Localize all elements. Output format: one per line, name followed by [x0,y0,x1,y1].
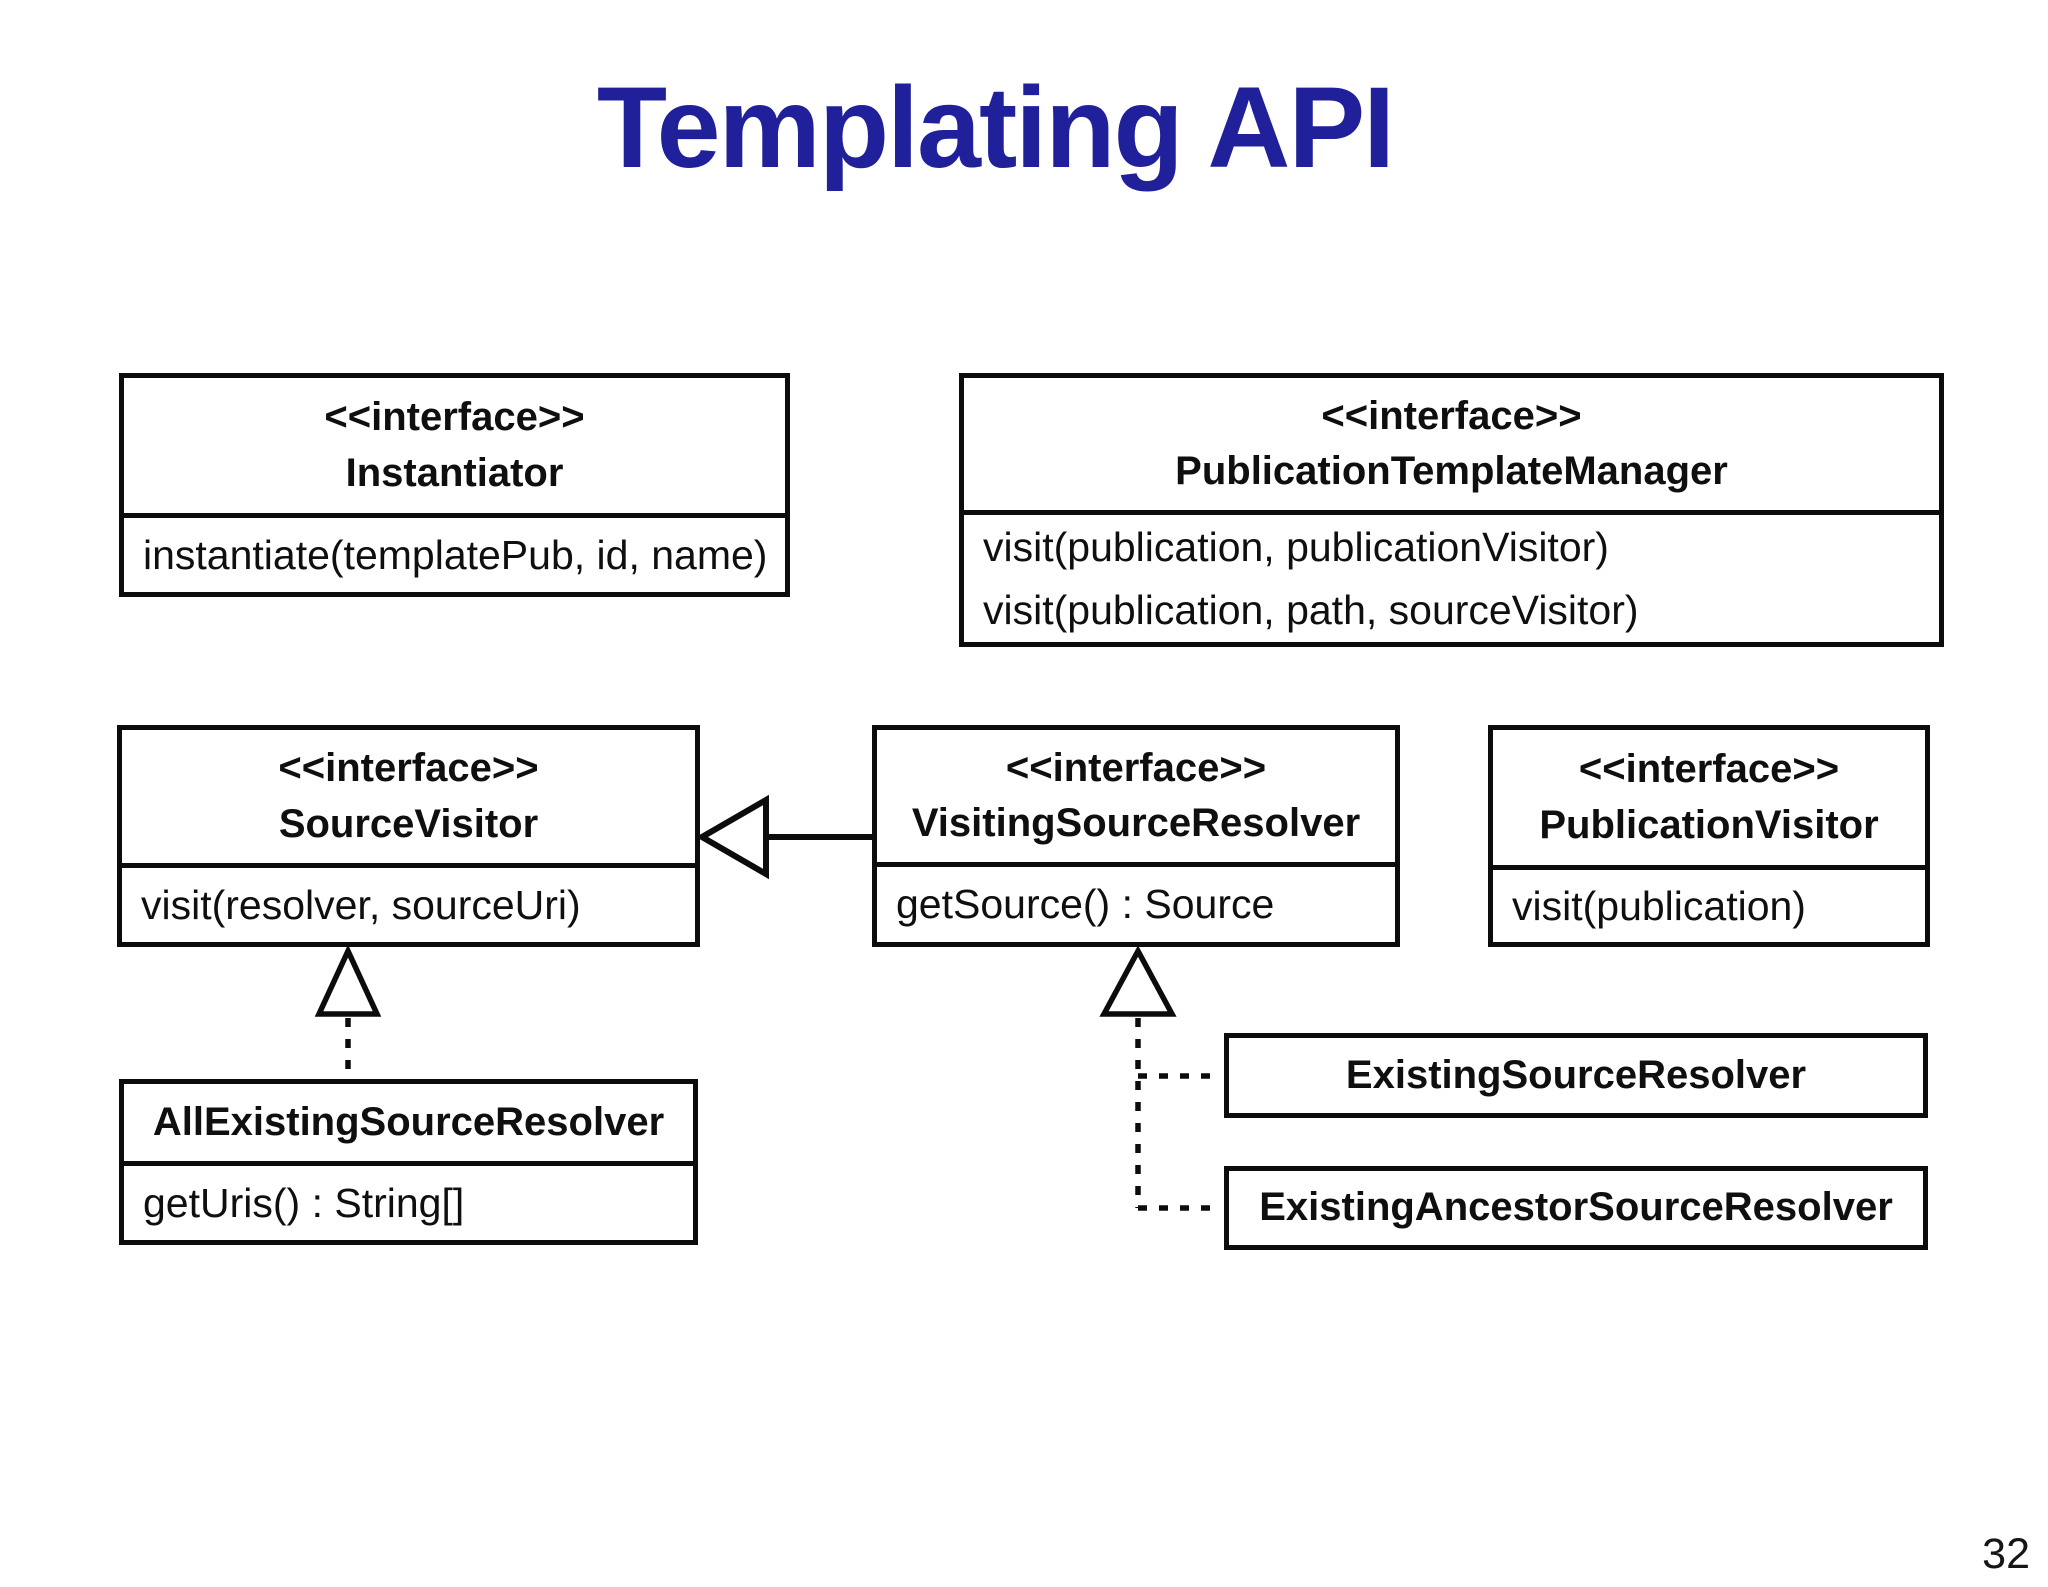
class-header: <<interface>> Instantiator [124,378,785,513]
method-label: visit(publication, path, sourceVisitor) [983,586,1639,633]
class-methods: visit(publication, publicationVisitor) v… [964,510,1939,642]
hollow-triangle-arrowhead-up-icon [314,944,382,1017]
class-box-existing-ancestor-source-resolver: ExistingAncestorSourceResolver [1224,1166,1928,1250]
class-name: ExistingSourceResolver [1345,1052,1807,1097]
class-methods: instantiate(templatePub, id, name) [124,513,785,592]
stereotype-label: <<interface>> [324,395,585,440]
class-box-publication-visitor: <<interface>> PublicationVisitor visit(p… [1488,725,1930,947]
class-header: <<interface>> SourceVisitor [122,730,695,863]
method-label: visit(publication) [1512,882,1806,929]
stereotype-label: <<interface>> [278,746,539,791]
class-box-all-existing-source-resolver: AllExistingSourceResolver getUris() : St… [119,1079,698,1245]
class-name: PublicationVisitor [1539,802,1879,847]
page-number: 32 [1982,1530,2030,1578]
class-header: <<interface>> VisitingSourceResolver [877,730,1395,862]
class-name: Instantiator [345,450,564,495]
class-name: ExistingAncestorSourceResolver [1259,1185,1893,1230]
method-label: getUris() : String[] [143,1179,465,1226]
class-box-existing-source-resolver: ExistingSourceResolver [1224,1033,1928,1118]
hollow-triangle-arrowhead-left-icon [696,794,769,880]
stereotype-label: <<interface>> [1005,745,1267,790]
class-name: SourceVisitor [278,801,539,846]
method-label: instantiate(templatePub, id, name) [143,531,768,578]
class-header: <<interface>> PublicationTemplateManager [964,378,1939,510]
class-box-visiting-source-resolver: <<interface>> VisitingSourceResolver get… [872,725,1400,947]
class-header: AllExistingSourceResolver [124,1084,693,1161]
class-box-publication-template-manager: <<interface>> PublicationTemplateManager… [959,373,1944,647]
class-methods: visit(resolver, sourceUri) [122,863,695,942]
class-name: PublicationTemplateManager [1175,449,1728,493]
class-methods: getUris() : String[] [124,1161,693,1240]
stereotype-label: <<interface>> [1321,393,1582,438]
class-name: AllExistingSourceResolver [152,1099,665,1144]
class-methods: visit(publication) [1493,865,1925,942]
class-box-instantiator: <<interface>> Instantiator instantiate(t… [119,373,790,597]
page-title: Templating API [596,64,1395,192]
class-box-source-visitor: <<interface>> SourceVisitor visit(resolv… [117,725,700,947]
stereotype-label: <<interface>> [1578,747,1840,792]
hollow-triangle-arrowhead-up-icon [1099,945,1177,1017]
method-label: getSource() : Source [896,881,1275,928]
method-label: visit(publication, publicationVisitor) [983,524,1609,571]
method-label: visit(resolver, sourceUri) [141,881,581,928]
class-header: <<interface>> PublicationVisitor [1493,730,1925,865]
class-name: VisitingSourceResolver [911,801,1361,845]
class-methods: getSource() : Source [877,862,1395,942]
